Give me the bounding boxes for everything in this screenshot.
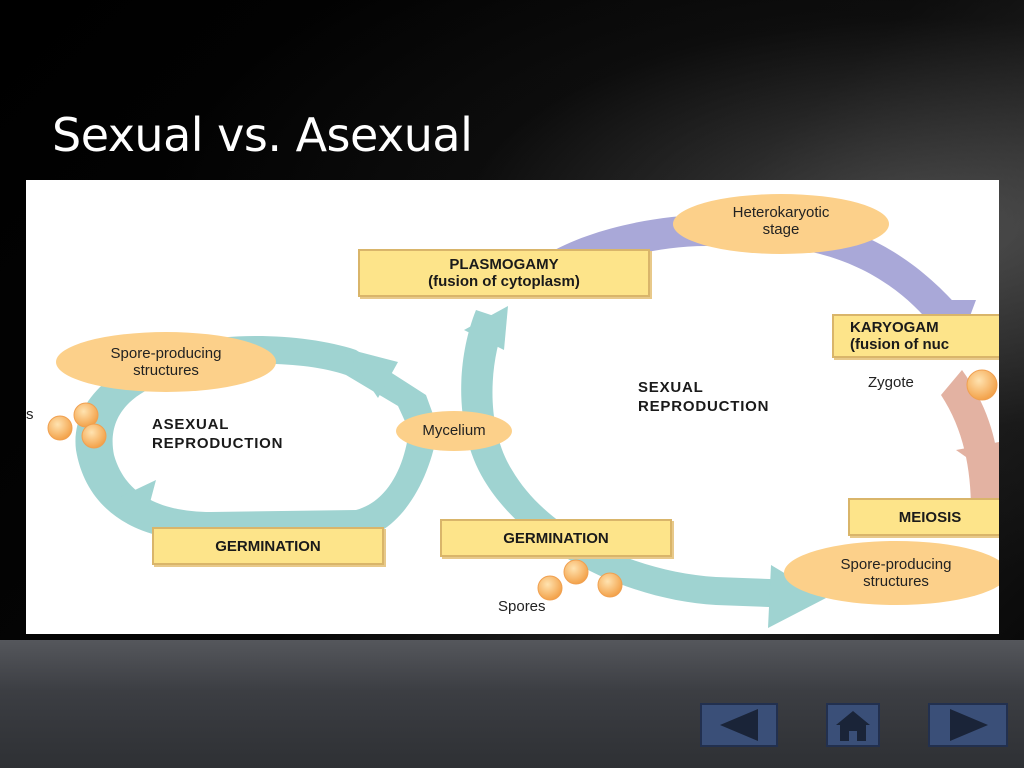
mycelium-oval [396, 411, 512, 451]
sexual-cycle-lower-arrow [461, 306, 826, 628]
germination-mid-box: GERMINATION [440, 519, 672, 557]
plasmogamy-box: PLASMOGAMY (fusion of cytoplasm) [358, 249, 650, 297]
asexual-reproduction-label: ASEXUAL REPRODUCTION [152, 416, 284, 452]
mycelium-label: Mycelium [422, 422, 486, 439]
zygote-label: Zygote [868, 374, 914, 391]
spore-producing-left-label: Spore-producing structures [110, 345, 222, 379]
asexual-cycle-arrow [75, 336, 439, 541]
spores-label: Spores [498, 598, 546, 615]
next-slide-button[interactable] [928, 703, 1008, 747]
spores-bottom-cluster [537, 559, 623, 601]
germination-left-box: GERMINATION [152, 527, 384, 565]
spore-producing-right-label: Spore-producing structures [840, 556, 952, 590]
spore-producing-left-oval [56, 332, 276, 392]
slide-title: Sexual vs. Asexual [52, 108, 473, 162]
right-arrow-icon [950, 709, 988, 741]
left-arrow-icon [720, 709, 758, 741]
home-icon [836, 711, 870, 741]
spores-left-cluster [47, 402, 107, 449]
zygote-cell [966, 369, 998, 401]
heterokaryotic-label: Heterokaryotic stage [732, 204, 830, 238]
heterokaryotic-oval [673, 194, 889, 254]
meiosis-box: MEIOSIS [848, 498, 999, 536]
life-cycle-diagram: Heterokaryotic stage Spore-producing str… [26, 180, 999, 634]
previous-slide-button[interactable] [700, 703, 778, 747]
cut-off-label: s [26, 406, 34, 423]
spore-producing-right-oval [784, 541, 999, 605]
home-button[interactable] [826, 703, 880, 747]
sexual-cycle-right-arrow [941, 370, 999, 510]
karyogamy-box: KARYOGAM (fusion of nuc [832, 314, 999, 358]
sexual-reproduction-label: SEXUAL REPRODUCTION [638, 379, 770, 415]
